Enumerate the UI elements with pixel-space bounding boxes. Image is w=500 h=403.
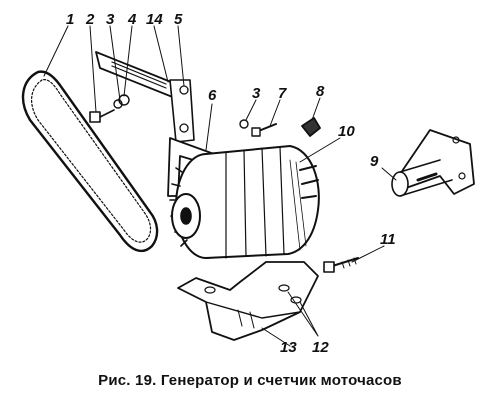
strap [169,79,195,143]
figure-caption: Рис. 19. Генератор и счетчик моточасов [98,372,402,389]
top-bolt [89,94,130,123]
v-belt [21,70,159,253]
callout-strap: 5 [174,11,183,28]
callout-hour-meter: 9 [370,153,379,170]
callout-labels: 1 2 3 4 14 5 6 3 7 8 10 9 11 12 13 [66,11,396,356]
callout-bolt-top: 2 [85,11,95,28]
callout-screw-mid: 7 [278,85,287,102]
callout-mount-bolts: 12 [312,339,329,356]
callout-generator: 10 [338,123,355,140]
hour-meter [391,129,475,197]
callout-mount-bracket: 13 [280,339,297,356]
mounting-bracket [177,261,319,341]
leader-lines [43,25,397,347]
stud-bolt [323,257,359,273]
tension-bar [95,51,181,101]
callout-washer-mid: 3 [252,85,261,102]
washer-and-screw [239,119,277,137]
callout-belt: 1 [66,11,74,28]
callout-washer-top-2: 4 [127,11,137,28]
callout-washer-top: 3 [106,11,115,28]
terminal-clip [301,117,321,137]
callout-terminal: 8 [316,83,325,100]
callout-tension-bar: 14 [146,11,163,28]
generator [169,145,320,259]
callout-stud-bolt: 11 [380,231,396,248]
callout-bracket-arm: 6 [208,87,217,104]
